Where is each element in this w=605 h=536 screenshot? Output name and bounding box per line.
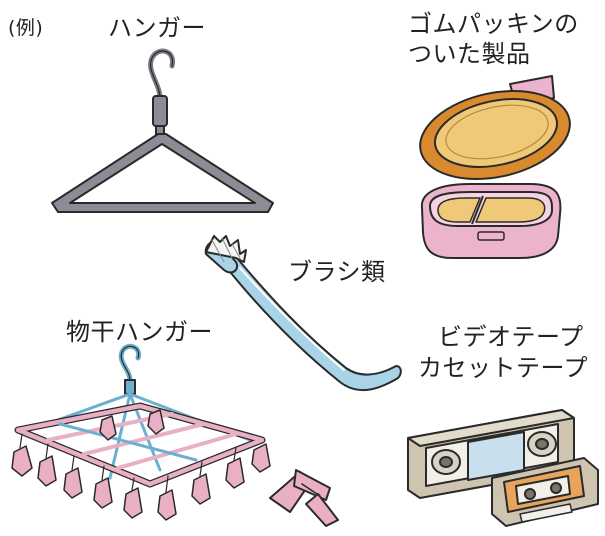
rubber-packing-label-line2: ついた製品 [408,40,531,68]
rubber-packing-label-line1: ゴムパッキンの [408,10,579,38]
example-marker: (例) [8,17,44,39]
hanger-illustration [51,48,274,213]
brush-illustration [204,235,402,392]
drying-hanger-illustration [11,343,339,527]
tapes-label-line1: ビデオテープ [438,323,584,351]
drying-hanger-label: 物干ハンガー [66,318,213,346]
rubber-packing-container-illustration [419,75,571,259]
tapes-illustration [407,409,599,527]
brush-label: ブラシ類 [288,258,386,286]
hanger-label: ハンガー [108,14,206,42]
tapes-label-line2: カセットテープ [418,354,589,382]
